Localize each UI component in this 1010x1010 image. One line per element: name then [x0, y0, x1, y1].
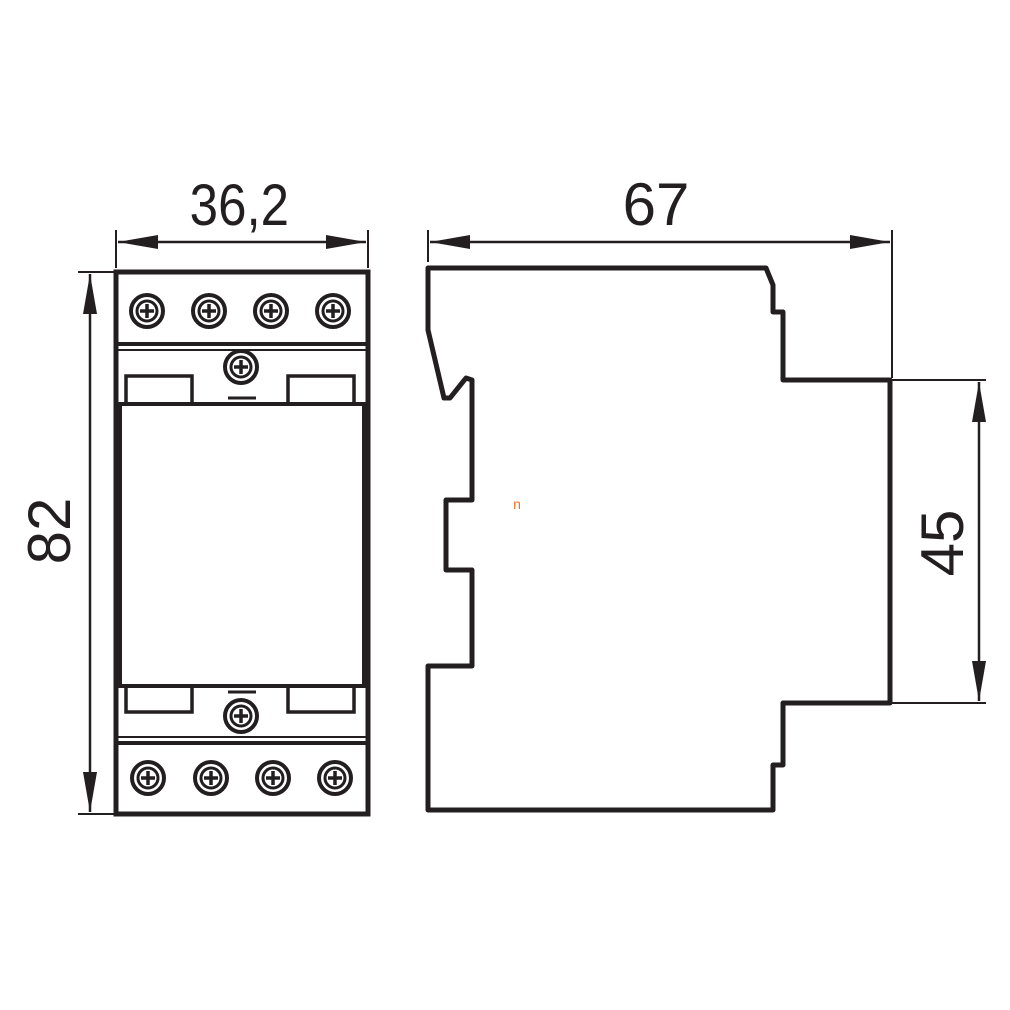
terminal-screw-icon	[129, 293, 165, 329]
stray-mark: n	[513, 496, 521, 512]
terminal-screw-icon	[191, 293, 227, 329]
depth-dimension-label: 67	[623, 171, 690, 238]
side-view	[425, 230, 986, 813]
bottom-right-label-tab	[286, 684, 356, 714]
bottom-coil-screw-icon	[223, 698, 259, 734]
front-cover-panel	[118, 402, 366, 688]
terminal-screw-icon	[315, 293, 351, 329]
bottom-terminal-screws	[130, 760, 353, 796]
front-view	[78, 230, 371, 817]
top-terminal-screws	[129, 293, 351, 329]
terminal-screw-icon	[193, 760, 229, 796]
side-profile-outline	[425, 265, 893, 813]
terminal-screw-icon	[255, 760, 291, 796]
front-height-dimension-label: 45	[909, 510, 976, 577]
front-body-outline	[113, 269, 371, 817]
height-dimension-label: 82	[16, 498, 83, 565]
terminal-screw-icon	[130, 760, 166, 796]
top-right-label-tab	[286, 374, 356, 406]
terminal-screw-icon	[317, 760, 353, 796]
terminal-screw-icon	[253, 293, 289, 329]
width-dimension-label: 36,2	[190, 173, 289, 238]
top-coil-screw-icon	[223, 349, 259, 385]
bottom-left-label-tab	[124, 684, 194, 714]
top-left-label-tab	[124, 374, 194, 406]
